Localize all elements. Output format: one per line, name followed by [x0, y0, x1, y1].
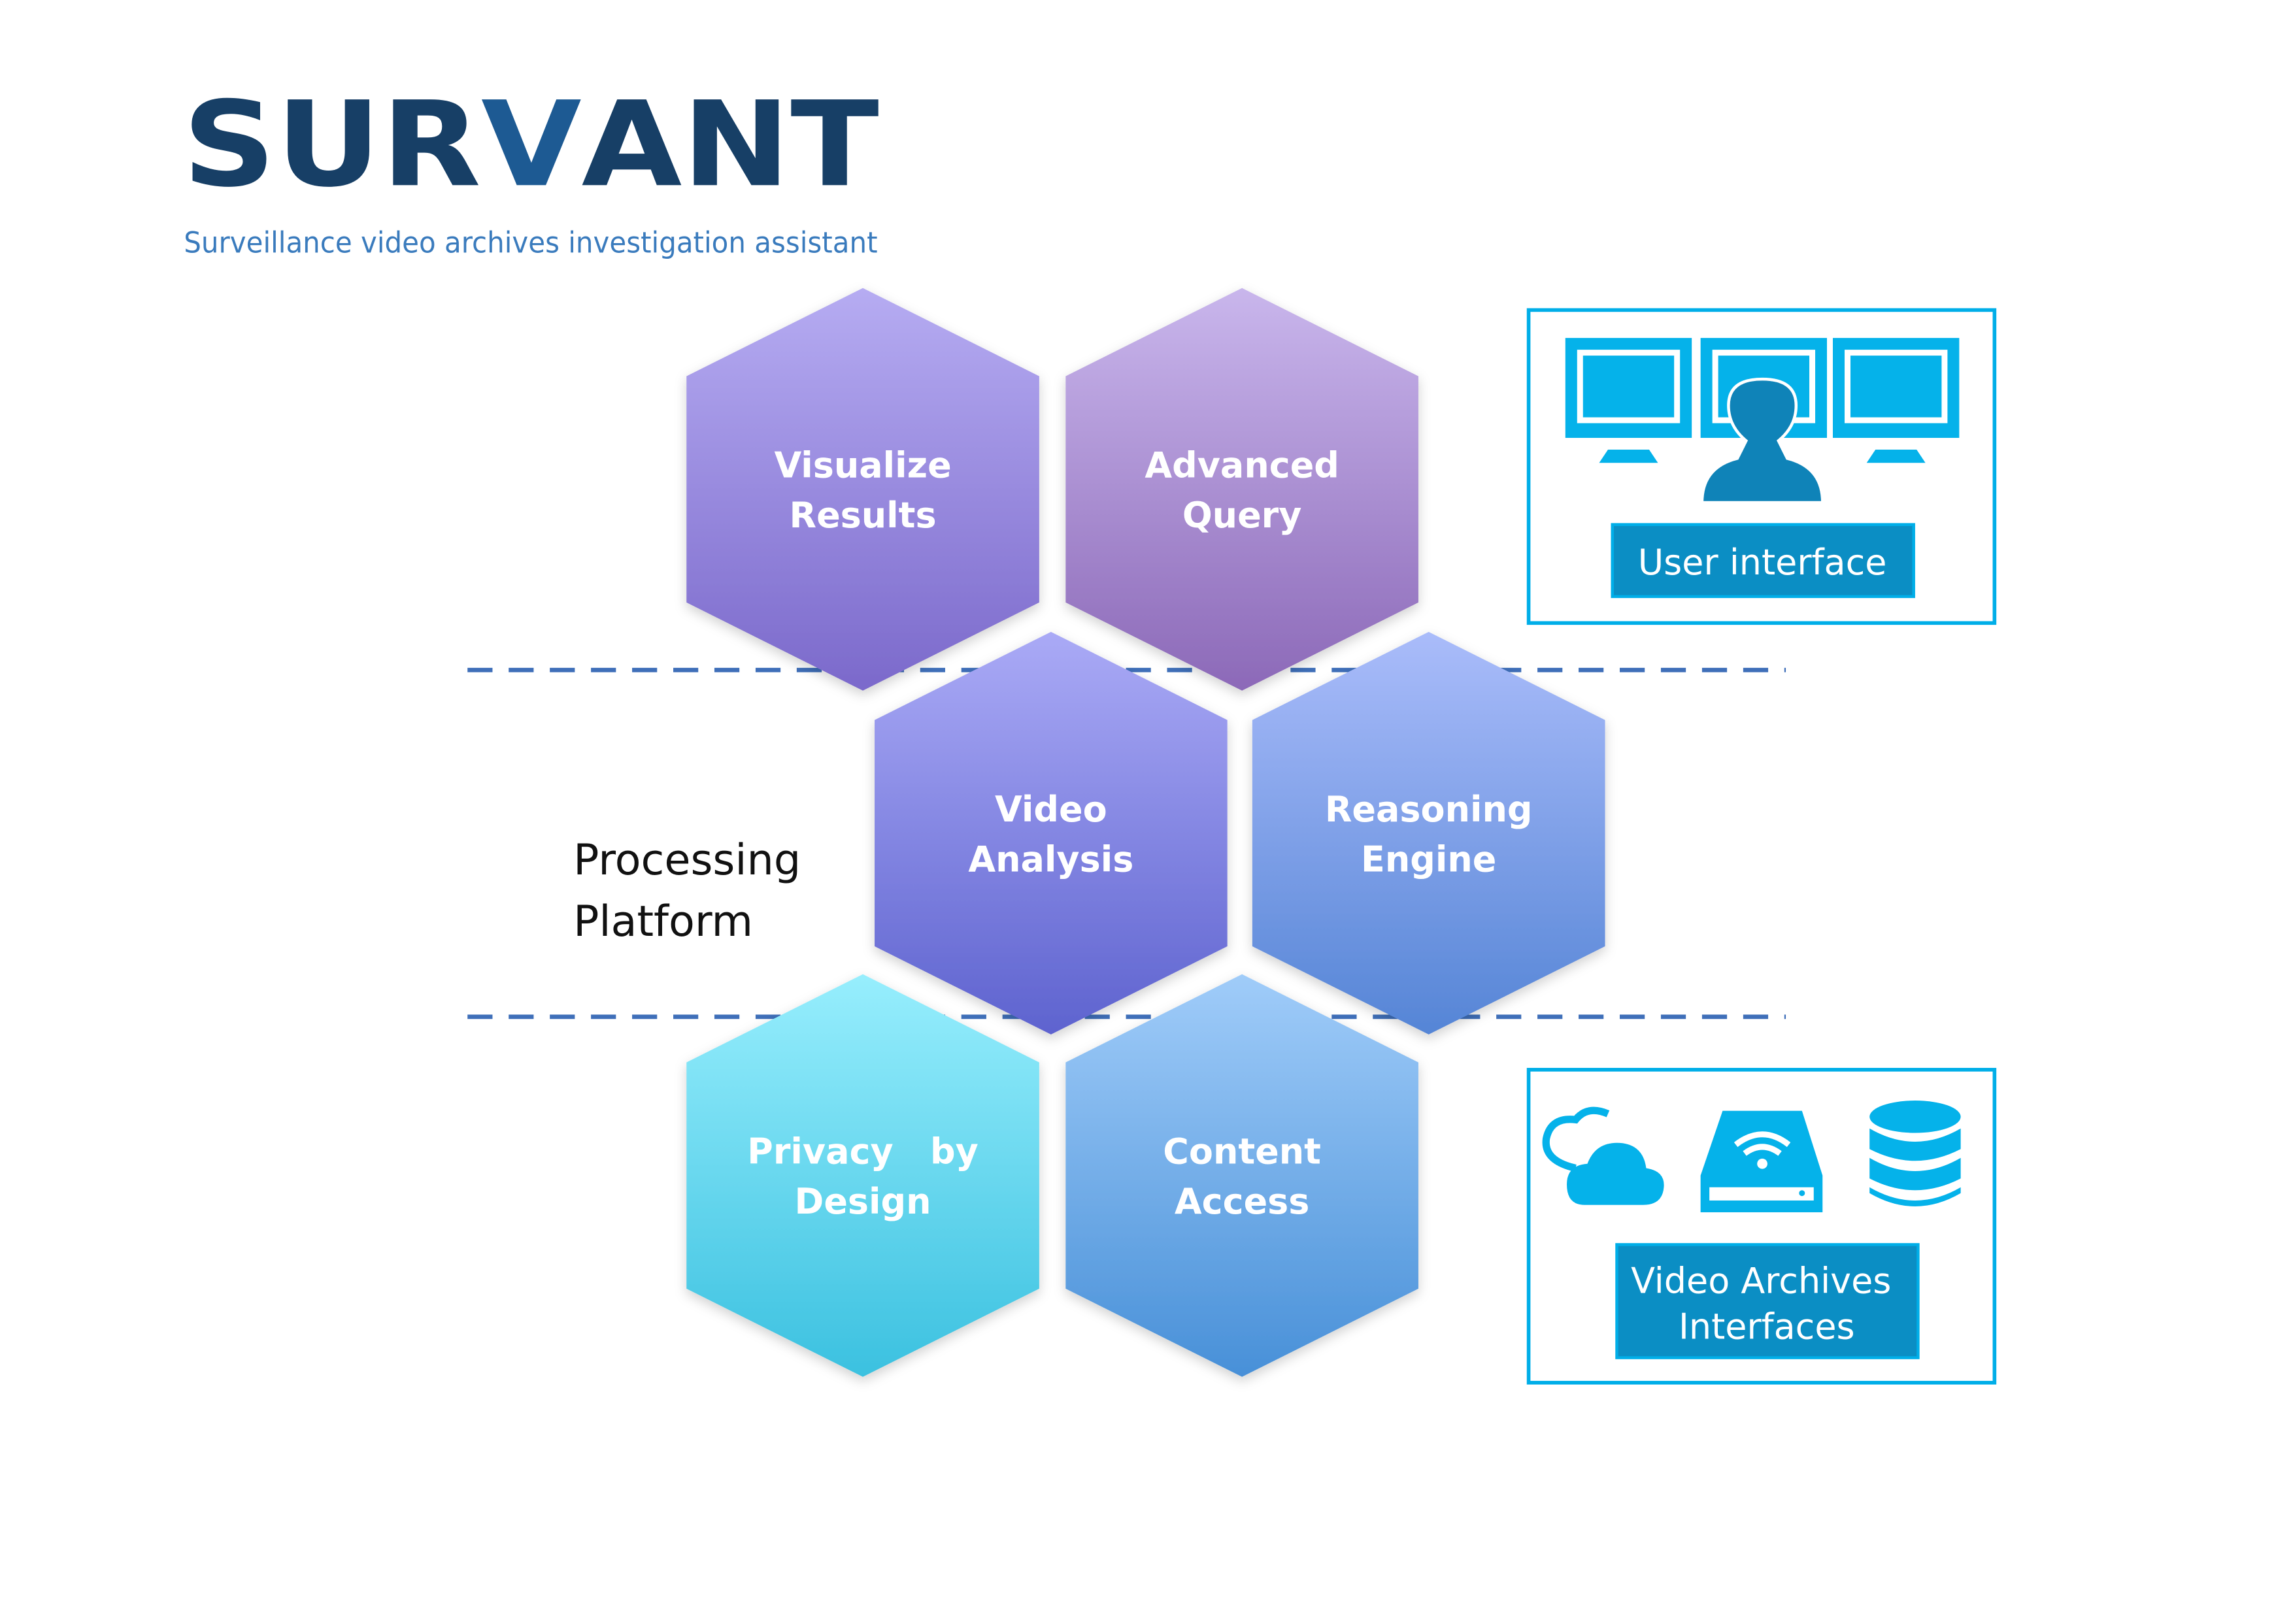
video-archives-label-box	[1615, 1243, 1920, 1359]
hexagon-label: Analysis	[968, 838, 1133, 880]
hexagon-shape	[686, 288, 1039, 691]
user-silhouette-icon	[1700, 377, 1824, 505]
video-archives-panel: Video Archives Interfaces	[1526, 1068, 1997, 1385]
hexagon-privacy-by-design: Privacy by Design	[686, 974, 1039, 1377]
user-interface-label: User interface	[1638, 542, 1887, 583]
hexagon-label: Video	[995, 789, 1107, 830]
logo-tagline: Surveillance video archives investigatio…	[184, 225, 877, 260]
cloud-icon	[1542, 1106, 1664, 1205]
logo-wordmark-part: SUR	[182, 76, 481, 213]
monitor-icon	[1565, 338, 1960, 463]
hexagon-label: Visualize	[774, 445, 951, 486]
hexagon-shape	[1252, 631, 1605, 1035]
hexagon-shape	[1065, 288, 1418, 691]
user-interface-panel: User interface	[1526, 308, 1997, 625]
hexagon-label: Advanced	[1145, 445, 1339, 486]
hexagon-shape	[1065, 974, 1418, 1377]
processing-platform-label: Processing Platform	[573, 835, 814, 946]
hexagon-label: Results	[790, 495, 937, 536]
logo-wordmark-part: ANT	[582, 76, 879, 213]
wifi-storage-icon	[1700, 1110, 1823, 1212]
hexagon-shape	[875, 631, 1228, 1035]
hexagon-label: Reasoning	[1325, 789, 1533, 830]
user-interface-label-box	[1611, 523, 1915, 599]
video-archives-label: Video Archives Interfaces	[1631, 1261, 1902, 1348]
database-icon	[1869, 1101, 1961, 1206]
hexagon-shape	[686, 974, 1039, 1377]
hexagon-label: Content	[1163, 1131, 1321, 1172]
hexagon-label: Design	[795, 1181, 931, 1222]
hexagon-label: Query	[1182, 495, 1302, 536]
hexagon-label: Privacy by	[747, 1131, 979, 1172]
logo-v-mark: V	[481, 76, 582, 213]
hexagon-label: Access	[1175, 1181, 1310, 1222]
hexagon-label: Engine	[1361, 838, 1496, 880]
